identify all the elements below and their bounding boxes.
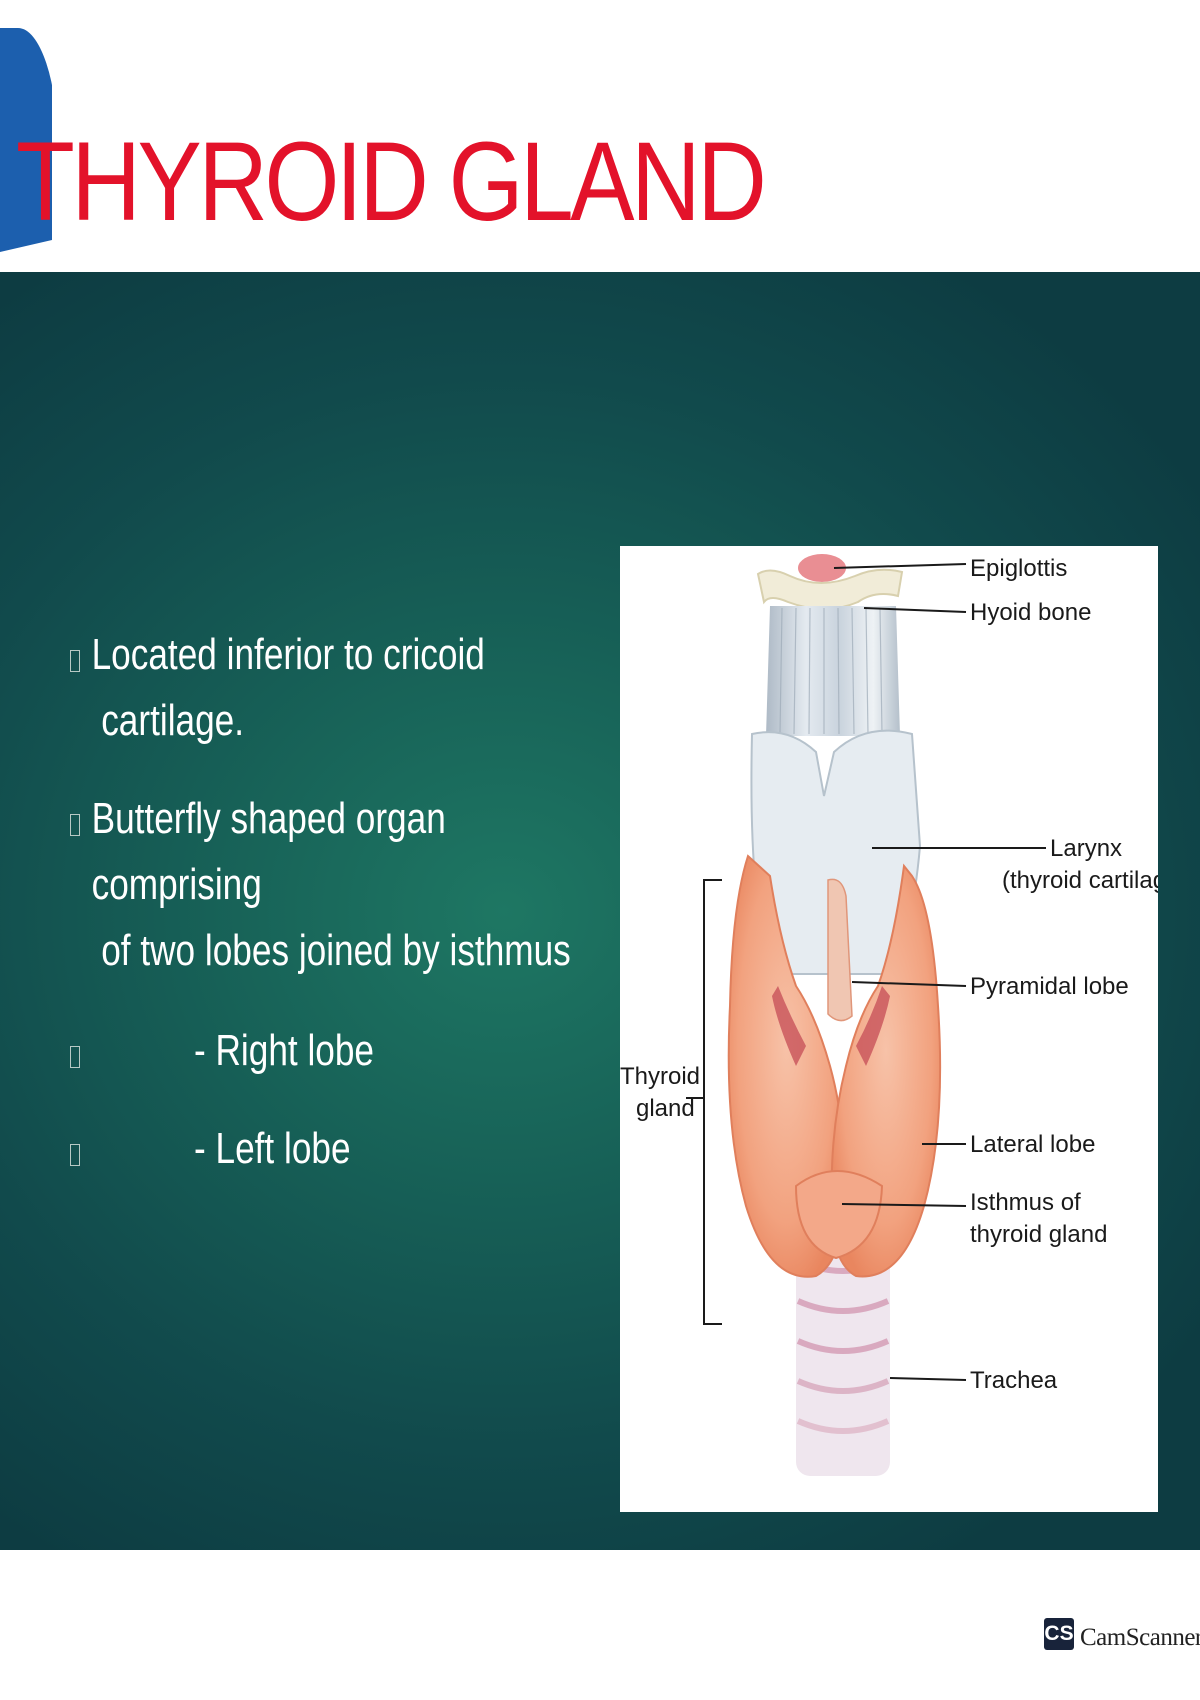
muscle-shape	[856, 986, 890, 1066]
header-band	[0, 0, 1200, 272]
bullet-list: Located inferior to cricoid cartilage. B…	[66, 622, 586, 1182]
label-hyoid-bone: Hyoid bone	[970, 599, 1091, 626]
label-thyroid-cartilage: (thyroid cartilage)	[1002, 867, 1158, 894]
bullet-square-icon	[70, 1046, 80, 1068]
bullet-square-icon	[70, 814, 80, 836]
label-trachea: Trachea	[970, 1367, 1058, 1394]
slide-title: THYROID GLAND	[16, 119, 767, 244]
leader-lines	[686, 563, 1046, 1381]
membrane-striations	[779, 607, 883, 735]
bullet-text: - Left lobe	[194, 1124, 351, 1173]
epiglottis-shape	[798, 554, 846, 582]
thyroid-illustration: Epiglottis Hyoid bone Larynx (thyroid ca…	[620, 554, 1158, 1476]
bullet-text: Butterfly shaped organ comprising of two…	[66, 786, 612, 984]
camscanner-watermark: CamScanner	[1080, 1624, 1200, 1651]
bullet-text: - Right lobe	[194, 1026, 375, 1075]
anatomy-figure: Epiglottis Hyoid bone Larynx (thyroid ca…	[620, 546, 1158, 1512]
label-lateral-lobe: Lateral lobe	[970, 1131, 1095, 1158]
muscle-shape	[772, 986, 806, 1066]
hyoid-bone-shape	[756, 568, 904, 610]
label-larynx: Larynx	[1050, 835, 1122, 862]
label-pyramidal-lobe: Pyramidal lobe	[970, 973, 1129, 1000]
bullet-line: of two lobes joined by isthmus	[101, 926, 571, 975]
label-isthmus-line1: Isthmus of	[970, 1189, 1081, 1216]
bullet-item: - Left lobe	[66, 1116, 586, 1182]
trachea-shape	[796, 1236, 890, 1476]
isthmus-shape	[794, 1170, 884, 1260]
bullet-text: Located inferior to cricoid cartilage.	[66, 622, 612, 754]
left-accent-bar	[0, 28, 58, 276]
label-thyroid: Thyroid	[620, 1063, 700, 1090]
bullet-line: Butterfly shaped organ comprising	[91, 794, 446, 909]
bullet-square-icon	[70, 1144, 80, 1166]
bullet-line: cartilage.	[101, 696, 245, 745]
bullet-item: - Right lobe	[66, 1018, 586, 1084]
label-isthmus-line2: thyroid gland	[970, 1221, 1107, 1248]
label-epiglottis: Epiglottis	[970, 555, 1067, 582]
bullet-item: Butterfly shaped organ comprising of two…	[66, 786, 586, 984]
bullet-line: Located inferior to cricoid	[91, 630, 485, 679]
bullet-item: Located inferior to cricoid cartilage.	[66, 622, 586, 754]
bullet-square-icon	[70, 650, 80, 672]
camscanner-logo-icon: CS	[1044, 1618, 1074, 1650]
label-gland: gland	[636, 1095, 695, 1122]
pyramidal-lobe-shape	[827, 878, 853, 1022]
right-lobe-shape	[727, 854, 846, 1278]
